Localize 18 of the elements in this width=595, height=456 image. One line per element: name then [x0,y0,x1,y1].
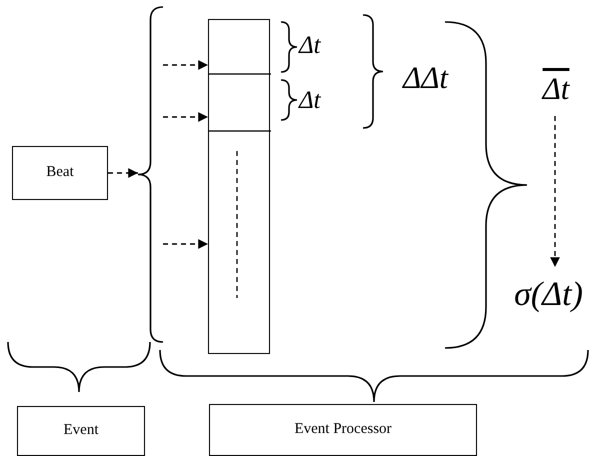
event-column [208,19,270,354]
curly-brace [138,7,163,342]
arrow [163,60,208,70]
process-box [209,404,477,456]
interval-label: Δt [299,33,321,58]
process-box [17,406,145,456]
std-dev-symbol: σ(Δt) [514,275,583,315]
arrow [163,112,208,122]
arrow [163,239,208,249]
box-label: Event Processor [294,421,392,439]
interval-label: ΔΔt [403,62,448,93]
arrow [108,168,138,178]
box-label: Event [64,422,98,440]
interval-label: Δt [299,88,321,113]
mean-symbol: Δt [542,71,570,107]
arrow [550,116,560,267]
box-label: Beat [46,164,74,182]
process-box [12,146,108,200]
